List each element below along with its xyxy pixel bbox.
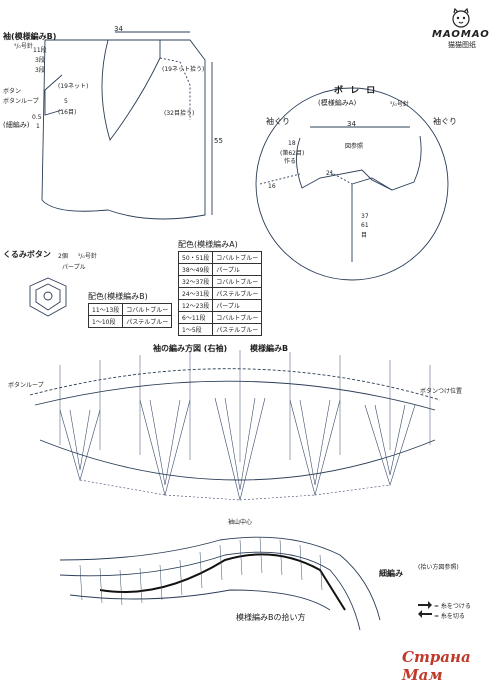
sleeve-center: 袖山中心 [228,519,253,526]
bolero-num-21: 21 [326,170,334,177]
table-cell: 32〜37段 [177,275,214,288]
vest-net19-right: (19ネット拾う) [162,66,205,73]
sleeve-pattern: 模様編みB [250,344,289,353]
vest-net-side: (32目拾う) [164,110,195,117]
table-cell: コバルトブルー [212,275,263,288]
table-cell: 1〜5段 [177,323,214,336]
table-cell: 50・51段 [177,251,214,264]
table-cell: パステルブルー [212,287,263,300]
bolero-sub: (模様編みA) [318,99,357,107]
table-row: 11〜13段 コバルトブルー [87,303,173,316]
vest-hook: ⁵/₀号針 [14,43,33,50]
watermark: Страна Мам [402,648,471,684]
colorA-table: 50・51段コバルトブルー 38〜49段パープル 32〜37段コバルトブルー 2… [177,251,263,336]
vest-row-3b: 3段 [35,67,45,74]
table-cell: パステルブルー [212,323,263,336]
table-cell: 24〜31段 [177,287,214,300]
table-cell: 6〜11段 [177,311,214,324]
vest-zero-five: 0.5 [32,114,42,121]
table-row: 50・51段コバルトブルー [177,251,263,264]
table-row: 38〜49段パープル [177,263,263,276]
table-cell: パステルブルー [122,315,173,328]
bolero-num-me: 目 [361,232,368,239]
sleeve-button-pos: ボタンつけ位置 [420,388,463,395]
vest-five: 5 [64,98,68,105]
logo-brand: MAOMAO [432,29,490,40]
bolero-title: ボ レ ロ [334,86,378,96]
vest-one: 1 [36,123,40,130]
logo-sub: 猫猫图纸 [448,41,476,49]
sleeve-fine: 細編み [379,569,403,578]
vest-outline [41,39,206,220]
bolero-num-61: 61 [361,222,369,229]
bolero-sleeve-left: 袖ぐり [266,117,290,126]
table-row: 32〜37段コバルトブルー [177,275,263,288]
vest-height: 55 [214,137,223,145]
sleeve-button-loop: ボタンループ [8,382,44,389]
bolero-num-37: 37 [361,213,369,220]
legend-attach: = 糸をつける [434,603,471,610]
table-row: 6〜11段コバルトブルー [177,311,263,324]
button-color-table: 11〜13段 コバルトブルー 1〜10段 パステルブルー [87,303,173,328]
sleeve-title: 袖の編み方図 (右袖) [153,344,228,353]
table-cell: コバルトブルー [212,251,263,264]
bolero-circle [255,87,449,281]
bolero-num-16: 16 [268,183,276,190]
table-row: 24〜31段パステルブルー [177,287,263,300]
table-cell: コバルトブルー [212,311,263,324]
button-hexagon [29,277,67,317]
table-row: 12〜23段パープル [177,299,263,312]
sleeve-pickup-title: 模様編みBの拾い方 [236,613,306,622]
bolero-width: 34 [347,120,356,128]
attach-arrow-icon [418,601,432,609]
vest-title: 袖(模様編みB) [3,32,57,41]
sleeve-pickup-ref: (拾い方図参照) [418,564,459,571]
vest-net19-left: (19ネット) [58,83,89,90]
colorA-title: 配色(模様編みA) [178,240,238,249]
vest-fine: (細編み) [3,121,30,129]
legend-cut: = 糸を切る [434,613,465,620]
vest-row-3a: 3段 [35,57,45,64]
vest-five-16: (16目) [58,109,77,116]
vest-top-width: 34 [114,25,123,33]
table-row: 1〜10段 パステルブルー [87,315,173,328]
button-count: 2個 [58,253,68,260]
button-hook: ⁵/₀号針 [78,253,97,260]
button-title: くるみボタン [3,250,51,259]
table-cell: 1〜10段 [87,315,124,328]
table-cell: 11〜13段 [87,303,124,316]
bolero-left-note1: 18 [288,140,296,147]
vest-btn-loop: ボタンループ [3,98,39,105]
table-cell: パープル [212,299,263,312]
vest-row-11: 11段 [33,47,47,54]
bolero-left-note3: 作る [284,158,297,165]
table-cell: コバルトブルー [122,303,173,316]
table-cell: 38〜49段 [177,263,214,276]
vest-btn: ボタン [3,88,22,95]
table-cell: 12〜23段 [177,299,214,312]
bolero-ref: 図参照 [345,143,364,150]
bolero-sleeve-right: 袖ぐり [433,117,457,126]
maomao-logo: MAOMAO 猫猫图纸 [428,8,494,49]
table-cell: パープル [212,263,263,276]
button-yarn: パープル [62,264,86,271]
button-color-title: 配色(模様編みB) [88,292,148,301]
bolero-left-note2: (第62目) [280,150,305,157]
table-row: 1〜5段パステルブルー [177,323,263,336]
cut-arrow-icon [418,610,432,618]
cat-face-icon [452,8,470,28]
bolero-hook: ⁵/₀号針 [390,101,409,108]
